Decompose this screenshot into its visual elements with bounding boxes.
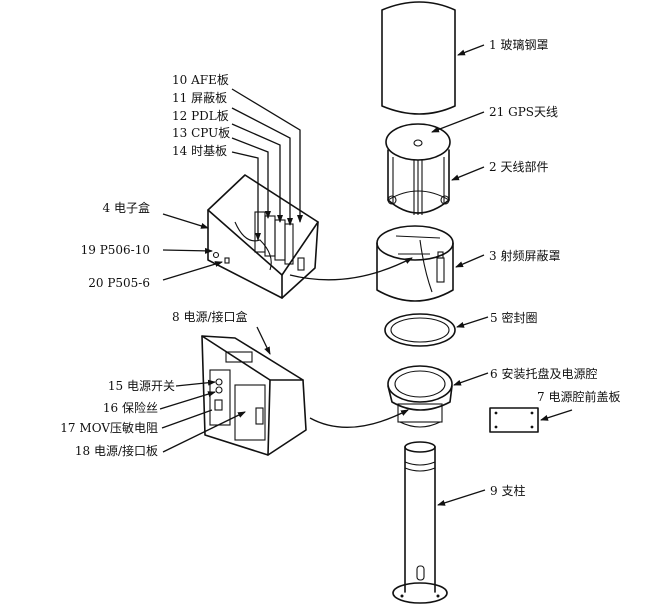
label-pdl-board: 12 PDL板 (172, 109, 229, 123)
label-seal-ring: 5 密封圈 (490, 311, 538, 325)
electronics-box (207, 174, 319, 299)
label-antenna-assembly: 2 天线部件 (489, 160, 549, 174)
label-mounting-tray: 6 安装托盘及电源腔 (490, 367, 598, 381)
mounting-tray (387, 365, 453, 428)
label-support-pole: 9 支柱 (490, 484, 526, 498)
label-electronics-box: 4 电子盒 (102, 201, 150, 215)
insert-arrow-power (309, 409, 409, 428)
label-fiberglass-cover: 1 玻璃钢罩 (489, 38, 549, 52)
front-cover-plate (489, 407, 539, 433)
label-mov-varistor: 17 MOV压敏电阻 (60, 421, 158, 435)
gps-antenna (413, 139, 423, 147)
label-front-cover-plate: 7 电源腔前盖板 (537, 390, 621, 404)
label-cpu-board: 13 CPU板 (172, 126, 231, 140)
label-gps-antenna: 21 GPS天线 (489, 105, 558, 119)
antenna-assembly (385, 123, 451, 215)
label-power-interface-board: 18 电源/接口板 (74, 444, 158, 458)
label-afe-board: 10 AFE板 (172, 73, 229, 87)
label-shield-board: 11 屏蔽板 (172, 91, 228, 105)
label-connector-p506: 19 P506-10 (80, 243, 150, 257)
insert-arrow-electronics (289, 257, 413, 281)
support-pole (392, 441, 448, 604)
fiberglass-cover (381, 1, 456, 115)
label-fuse: 16 保险丝 (102, 401, 158, 415)
seal-ring (384, 313, 456, 347)
power-interface-box (201, 335, 307, 456)
label-timebase-board: 14 时基板 (172, 144, 228, 158)
rf-shield (376, 225, 454, 302)
label-power-interface-box: 8 电源/接口盒 (172, 310, 248, 324)
label-rf-shield: 3 射频屏蔽罩 (489, 249, 561, 263)
label-connector-p505: 20 P505-6 (88, 276, 150, 290)
label-power-switch: 15 电源开关 (107, 379, 175, 393)
